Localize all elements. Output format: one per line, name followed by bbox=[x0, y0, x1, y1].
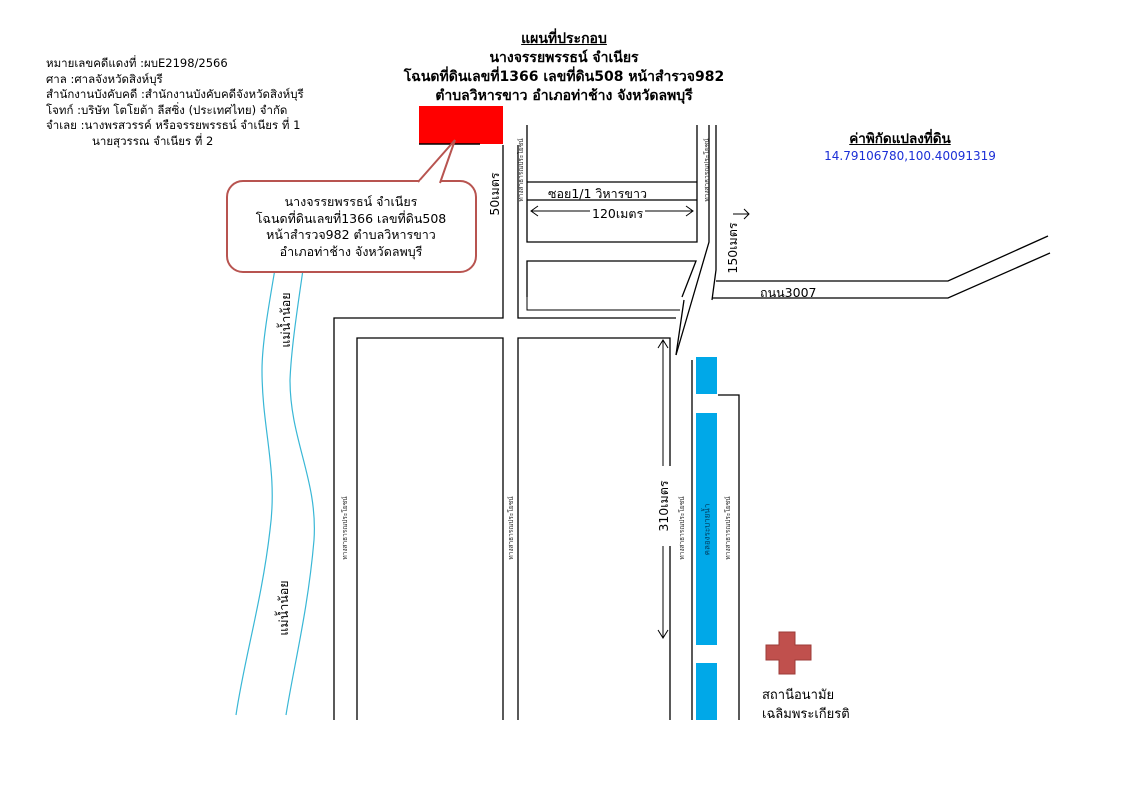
plaintiff: โจทก์ :บริษัท โตโยต้า ลีสซิ่ง (ประเทศไทย… bbox=[46, 102, 288, 117]
location-info: ตำบลวิหารขาว อำเภอท่าช้าง จังหวัดลพบุรี bbox=[435, 88, 693, 104]
deed-info: โฉนดที่ดินเลขที่1366 เลขที่ดิน508 หน้าสำ… bbox=[403, 69, 725, 85]
arrow-120-left-head bbox=[530, 205, 539, 217]
canal-segment-2 bbox=[696, 413, 717, 645]
callout-text: นางจรรยพรรธน์ จำเนียร โฉนดที่ดินเลขที่13… bbox=[236, 194, 466, 260]
court: ศาล :ศาลจังหวัดสิงห์บุรี bbox=[46, 71, 163, 86]
river-label-1: แม่น้ำน้อย bbox=[278, 292, 293, 348]
river-left-bank bbox=[235, 199, 287, 716]
callout-line-2: โฉนดที่ดินเลขที่1366 เลขที่ดิน508 bbox=[255, 210, 447, 226]
arrow-120-right-head bbox=[685, 205, 694, 217]
distance-310-label: 310เมตร bbox=[654, 466, 674, 546]
river-right-bank bbox=[285, 199, 315, 716]
soi-label: ซอย1/1 วิหารขาว bbox=[548, 186, 647, 201]
case-number: หมายเลขคดีแดงที่ :ผบE2198/2566 bbox=[46, 56, 228, 70]
callout-line-3: หน้าสำรวจ982 ตำบลวิหารขาว bbox=[266, 227, 436, 242]
case-info: หมายเลขคดีแดงที่ :ผบE2198/2566 ศาล :ศาลจ… bbox=[46, 56, 304, 149]
canal-segment-1 bbox=[696, 357, 717, 394]
health-station-line-2: เฉลิมพระเกียรติ bbox=[762, 707, 850, 722]
public-way-label-5: ทางสาธารณประโยชน์ bbox=[678, 496, 686, 560]
river-label-2: แม่น้ำน้อย bbox=[276, 580, 291, 636]
canal-segment-3 bbox=[696, 663, 717, 720]
road-east-outer bbox=[718, 394, 740, 720]
coordinates-title: ค่าพิกัดแปลงที่ดิน bbox=[849, 131, 951, 147]
canal-label: คลองระบายน้ำ bbox=[702, 503, 712, 556]
road-3007-south bbox=[712, 252, 1051, 299]
public-way-label-4: ทางสาธารณประโยชน์ bbox=[507, 496, 515, 560]
middle-block-bottom bbox=[526, 297, 680, 311]
land-plot bbox=[419, 106, 503, 144]
coordinates-value: 14.79106780,100.40091319 bbox=[824, 149, 996, 163]
callout-box bbox=[226, 180, 477, 273]
enforcement-office: สำนักงานบังคับคดี :สำนักงานบังคับคดีจังห… bbox=[46, 87, 304, 101]
health-station-label: สถานีอนามัย เฉลิมพระเกียรติ bbox=[762, 686, 850, 724]
road-3007-north bbox=[716, 235, 1049, 282]
health-station-line-1: สถานีอนามัย bbox=[762, 688, 835, 703]
road-right-east bbox=[711, 125, 717, 301]
arrow-310-bottom-head bbox=[657, 629, 669, 639]
public-way-label-1: ทางสาธารณประโยชน์ bbox=[517, 138, 525, 202]
owner-name: นางจรรยพรรธน์ จำเนียร bbox=[489, 50, 639, 66]
defendant-2: นายสุวรรณ จำเนียร ที่ 2 bbox=[92, 133, 214, 148]
health-station-cross bbox=[765, 631, 812, 675]
road-inner-left bbox=[356, 337, 504, 720]
public-way-label-3: ทางสาธารณประโยชน์ bbox=[341, 496, 349, 560]
callout-line-4: อำเภอท่าช้าง จังหวัดลพบุรี bbox=[279, 243, 423, 259]
road-north-right bbox=[517, 145, 676, 319]
arrow-310-top-head bbox=[657, 339, 669, 349]
arrow-150-head bbox=[743, 208, 750, 220]
middle-block bbox=[526, 260, 697, 298]
road-3007-label: ถนน3007 bbox=[760, 285, 817, 300]
road-east-canal bbox=[675, 299, 685, 356]
soi-block bbox=[526, 125, 698, 243]
map-title: แผนที่ประกอบ bbox=[521, 31, 607, 47]
callout-pointer bbox=[417, 139, 456, 184]
defendant-1: จำเลย :นางพรสวรรค์ หรือจรรยพรรธน์ จำเนีย… bbox=[46, 118, 301, 132]
road-north-left bbox=[333, 145, 504, 720]
distance-120-label: 120เมตร bbox=[590, 204, 646, 224]
distance-150-label: 150เมตร bbox=[725, 222, 740, 274]
public-way-label-6: ทางสาธารณประโยชน์ bbox=[724, 496, 732, 560]
road-inner-right bbox=[517, 337, 671, 720]
distance-50-label: 50เมตร bbox=[487, 172, 502, 216]
callout-line-1: นางจรรยพรรธน์ จำเนียร bbox=[284, 194, 418, 209]
public-way-label-2: ทางสาธารณประโยชน์ bbox=[703, 138, 711, 202]
road-right-west bbox=[675, 125, 710, 356]
